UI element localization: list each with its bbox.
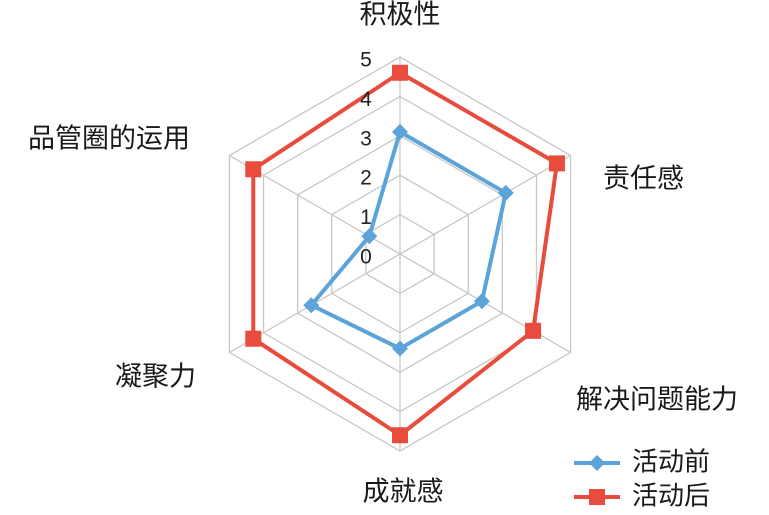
tick-label: 0	[360, 246, 372, 269]
data-point	[303, 297, 320, 314]
grid-layer	[228, 56, 572, 452]
data-point	[525, 322, 542, 339]
series-1	[303, 123, 514, 357]
data-point	[245, 161, 262, 178]
category-label: 成就感	[363, 477, 444, 508]
category-label: 凝聚力	[115, 362, 196, 393]
legend-marker	[589, 455, 605, 471]
category-label: 品管圈的运用	[28, 124, 190, 155]
data-point	[473, 293, 490, 310]
category-label: 解决问题能力	[576, 385, 738, 416]
data-point	[245, 330, 262, 347]
legend-item-1: 活动前	[574, 448, 710, 478]
category-label: 积极性	[360, 0, 441, 31]
data-point	[497, 184, 514, 201]
legend-marker	[589, 489, 605, 505]
data-point	[548, 155, 565, 172]
legend-label: 活动后	[632, 482, 710, 512]
tick-layer: 0 1 2 3 4 5	[360, 49, 372, 269]
data-point	[392, 64, 408, 81]
category-label: 责任感	[603, 164, 684, 195]
legend-item-2: 活动后	[574, 482, 710, 512]
data-point	[392, 123, 408, 140]
tick-label: 3	[360, 127, 372, 150]
data-point	[392, 340, 408, 357]
data-point	[392, 427, 408, 444]
series-line	[309, 129, 508, 351]
tick-label: 4	[360, 88, 372, 111]
legend-label: 活动前	[632, 448, 710, 478]
tick-label: 2	[360, 167, 372, 190]
series-line	[251, 70, 559, 438]
data-point	[361, 228, 378, 245]
grid-spoke-2	[399, 154, 571, 255]
tick-label: 1	[360, 206, 372, 229]
tick-label: 5	[360, 49, 372, 72]
series-2	[245, 64, 565, 444]
series-layer	[245, 64, 565, 444]
